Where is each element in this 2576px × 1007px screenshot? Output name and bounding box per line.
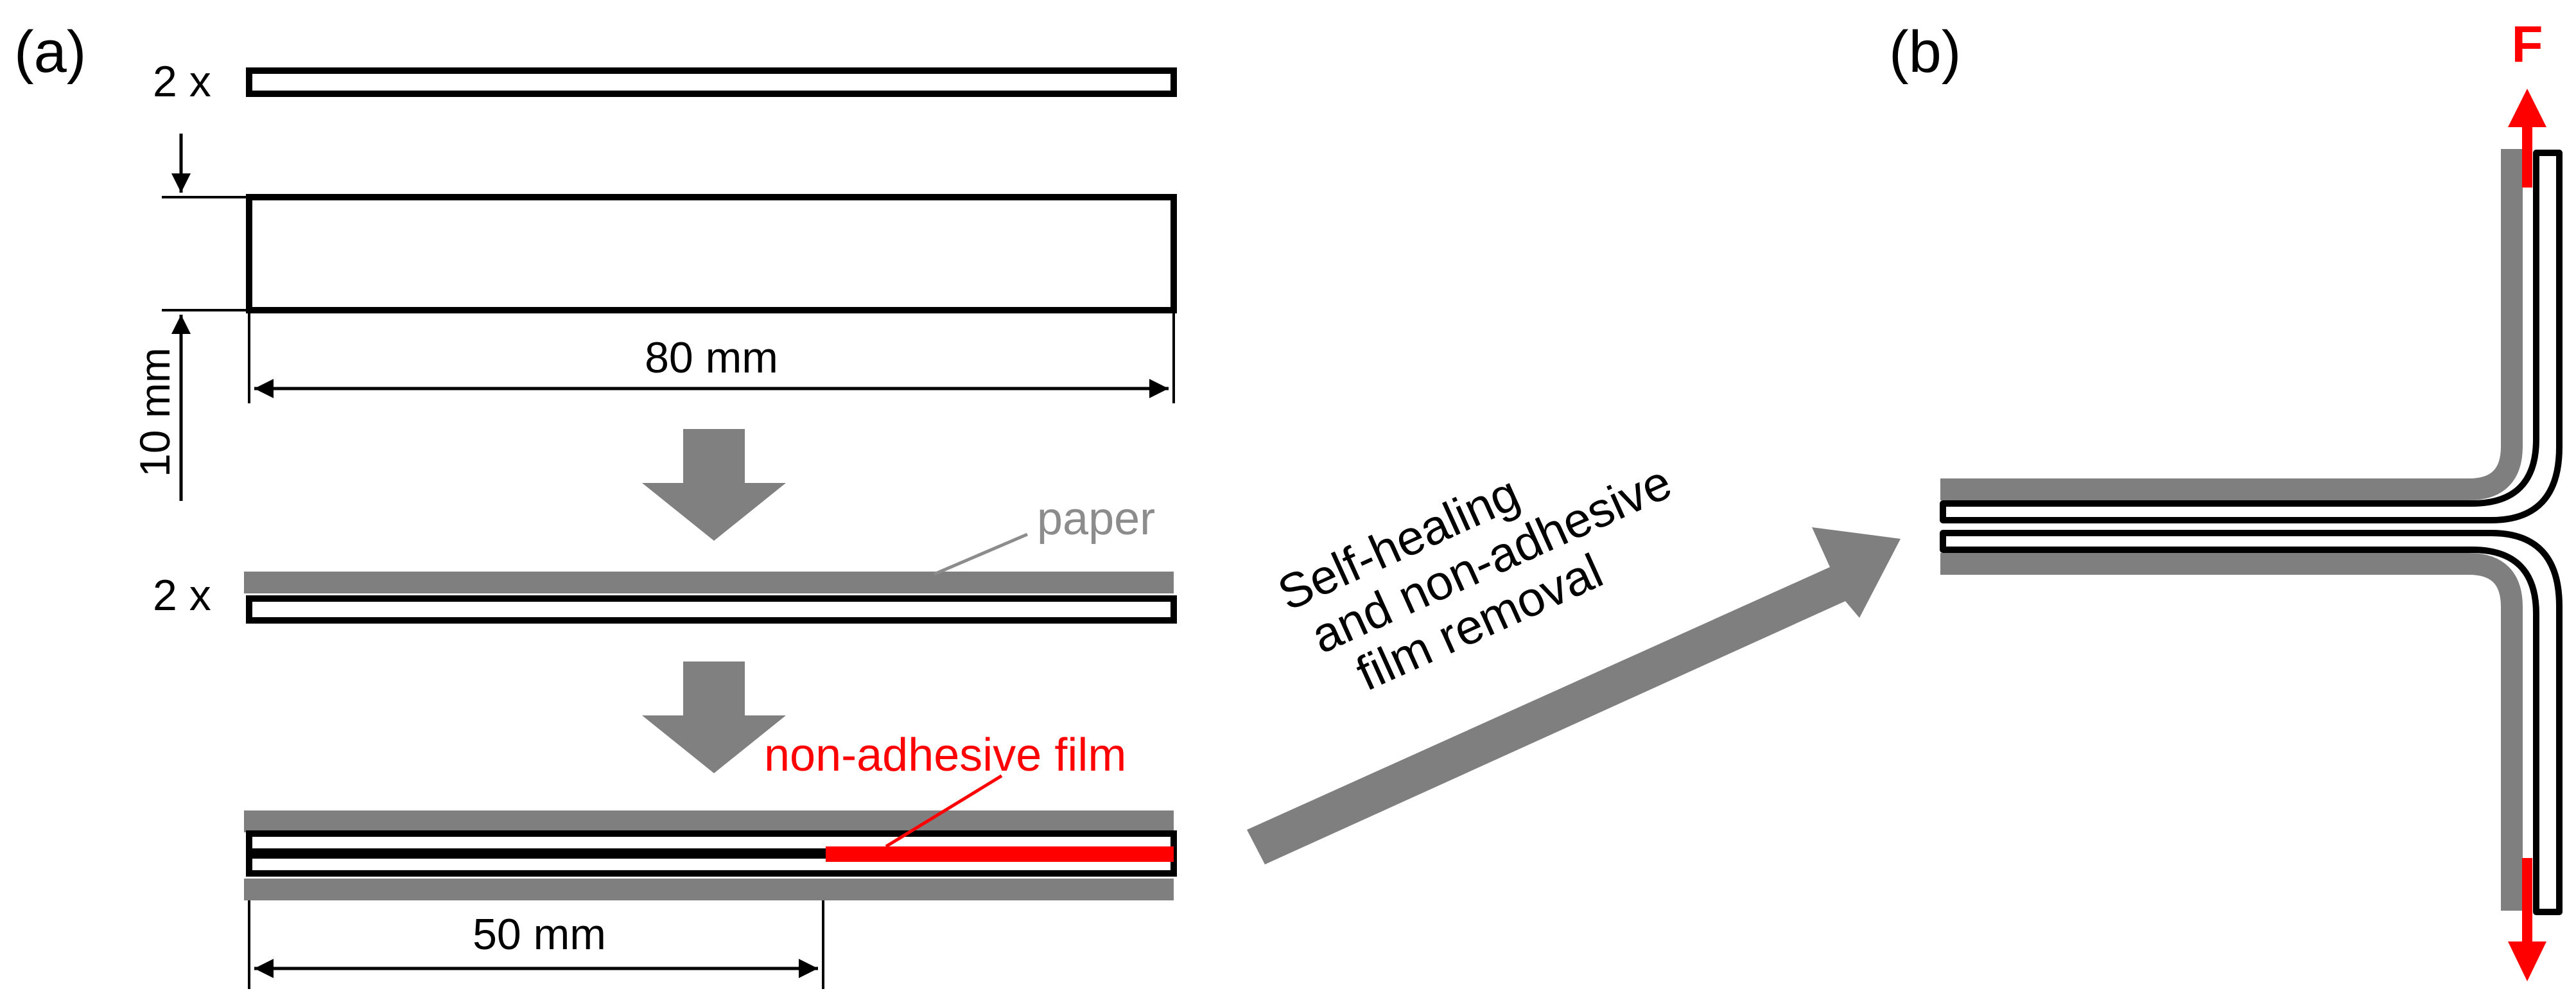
peel-paper-top [1940,149,2523,500]
paper-leader-line [934,532,1028,576]
peel-strip-lower [1940,530,2563,915]
process-arrow [1247,527,1901,864]
panel-b-label: (b) [1889,19,1961,85]
panel-a-label: (a) [14,19,86,85]
down-arrow-1 [642,429,786,541]
thin-strip-top [246,67,1177,97]
width-dimension-label: 80 mm [645,333,778,382]
film-label: non-adhesive film [764,730,1126,781]
non-adhesive-film [826,846,1174,862]
count-label-top: 2 x [153,57,211,106]
paper-layer-mid [244,572,1174,593]
count-label-mid: 2 x [153,571,211,620]
force-label: F [2512,15,2543,73]
force-arrow-up-head [2508,89,2546,127]
height-dimension-label: 10 mm [131,347,178,477]
paper-layer-bottom [244,879,1174,900]
film-leader-line [885,774,1003,848]
down-arrow-2 [642,661,786,773]
thin-strip-mid [246,595,1177,624]
force-arrow-down-head [2508,941,2546,981]
overlap-dimension-label: 50 mm [473,910,606,959]
peel-strip-upper [1940,150,2563,523]
paper-layer-top [244,810,1174,832]
specimen-strip [246,194,1177,313]
paper-label: paper [1037,493,1155,545]
peel-paper-bottom [1940,553,2523,911]
